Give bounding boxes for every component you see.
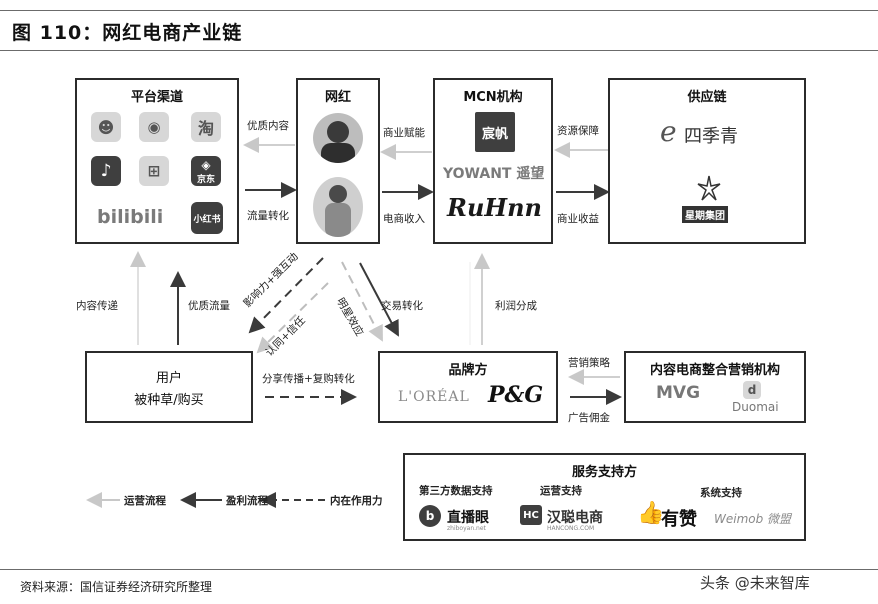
platform-box: 平台渠道 ☻ ◉ 淘 ♪ ⊞ ◈京东 bilibili 小红书	[75, 78, 239, 244]
service-label-system: 系统支持	[700, 487, 742, 499]
influencer-avatar-2	[313, 177, 363, 237]
source-note: 资料来源：国信证券经济研究所整理	[20, 580, 213, 594]
hancong-url: HANCONG.COM	[547, 525, 595, 532]
xingqi-logo: 星期集团	[682, 206, 728, 223]
user-subtitle: 被种草/购买	[134, 393, 204, 408]
agency-title: 内容电商整合营销机构	[649, 363, 780, 378]
youzan-logo: 有赞	[661, 509, 697, 530]
label-quality-traffic: 优质流量	[188, 300, 230, 312]
label-business-income: 商业收益	[557, 213, 599, 225]
user-box: 用户 被种草/购买	[85, 351, 253, 423]
wechat-icon: ☻	[91, 112, 121, 142]
jd-icon: ◈京东	[191, 156, 221, 186]
bottom-rule	[0, 569, 878, 570]
service-box: 服务支持方 第三方数据支持 b 直播眼 zhiboyan.net 运营支持 HC…	[403, 453, 806, 541]
influencer-title: 网红	[324, 90, 351, 105]
arrow-trust	[256, 282, 329, 354]
figure-title: 图 110：网红电商产业链	[12, 22, 243, 44]
legend-internal-effect: 内在作用力	[330, 495, 383, 507]
service-title: 服务支持方	[571, 465, 637, 480]
youzan-thumb-icon: 👍	[637, 501, 665, 526]
label-business-empower: 商业赋能	[383, 127, 425, 139]
jd-label: 京东	[196, 174, 215, 185]
weibo-icon: ◉	[139, 112, 169, 142]
yowant-logo: YOWANT 遥望	[443, 166, 545, 182]
mcn-title: MCN机构	[463, 90, 523, 105]
service-label-data: 第三方数据支持	[419, 485, 493, 497]
label-ecommerce-income: 电商收入	[383, 213, 425, 225]
label-traffic-conversion: 流量转化	[247, 210, 289, 222]
loreal-logo: L'ORÉAL	[398, 389, 470, 405]
influencer-avatar-1	[313, 113, 363, 163]
douyin-icon: ♪	[91, 156, 121, 186]
arrow-influence	[248, 257, 324, 334]
sijiqing-logo: 四季青	[684, 126, 738, 147]
service-label-ops: 运营支持	[540, 485, 582, 497]
duomai-logo: Duomai	[732, 400, 779, 414]
brand-box: 品牌方 L'ORÉAL P&G	[378, 351, 558, 423]
legend-operation-flow: 运营流程	[124, 495, 166, 507]
zhiboyan-logo: 直播眼	[447, 510, 489, 526]
platform-title: 平台渠道	[130, 90, 183, 105]
sijiqing-e-icon: e	[660, 115, 677, 148]
label-profit-sharing: 利润分成	[495, 300, 537, 312]
kuaishou-icon: ⊞	[139, 156, 169, 186]
mcn-box: MCN机构 宸帆 YOWANT 遥望 RuHnn	[433, 78, 553, 244]
title-rule	[0, 50, 878, 51]
zhiboyan-url: zhiboyan.net	[447, 525, 486, 532]
arrow-transaction	[359, 262, 399, 337]
label-resource-guarantee: 资源保障	[557, 125, 599, 137]
legend-profit-flow: 盈利流程	[226, 495, 268, 507]
label-transaction: 交易转化	[381, 300, 423, 312]
top-rule	[0, 10, 878, 11]
user-title: 用户	[155, 371, 182, 386]
hancong-logo: 汉聪电商	[547, 510, 603, 526]
pg-logo: P&G	[488, 382, 544, 408]
taobao-icon: 淘	[191, 112, 221, 142]
bilibili-logo: bilibili	[97, 206, 164, 228]
chenfan-logo: 宸帆	[475, 112, 515, 152]
ruhnn-logo: RuHnn	[447, 193, 542, 222]
influencer-box: 网红	[296, 78, 380, 244]
label-content-delivery: 内容传递	[76, 300, 118, 312]
watermark: 头条 @未来智库	[700, 574, 810, 592]
label-quality-content: 优质内容	[247, 120, 289, 132]
supply-title: 供应链	[687, 90, 727, 105]
mvg-logo: MVG	[656, 383, 701, 403]
label-ad-commission: 广告佣金	[568, 412, 610, 424]
duomai-icon: d	[743, 381, 761, 399]
supply-box: 供应链 e 四季青 星期集团	[608, 78, 806, 244]
xiaohongshu-icon: 小红书	[191, 202, 223, 234]
brand-title: 品牌方	[448, 363, 488, 378]
agency-box: 内容电商整合营销机构 MVG d Duomai	[624, 351, 806, 423]
label-share-repurchase: 分享传播+复购转化	[262, 373, 355, 385]
zhiboyan-icon: b	[419, 505, 441, 527]
weimob-logo: Weimob 微盟	[714, 512, 792, 526]
xingqi-emblem-icon	[696, 174, 722, 202]
hancong-icon: HC	[520, 505, 542, 525]
label-marketing-strategy: 营销策略	[568, 357, 610, 369]
